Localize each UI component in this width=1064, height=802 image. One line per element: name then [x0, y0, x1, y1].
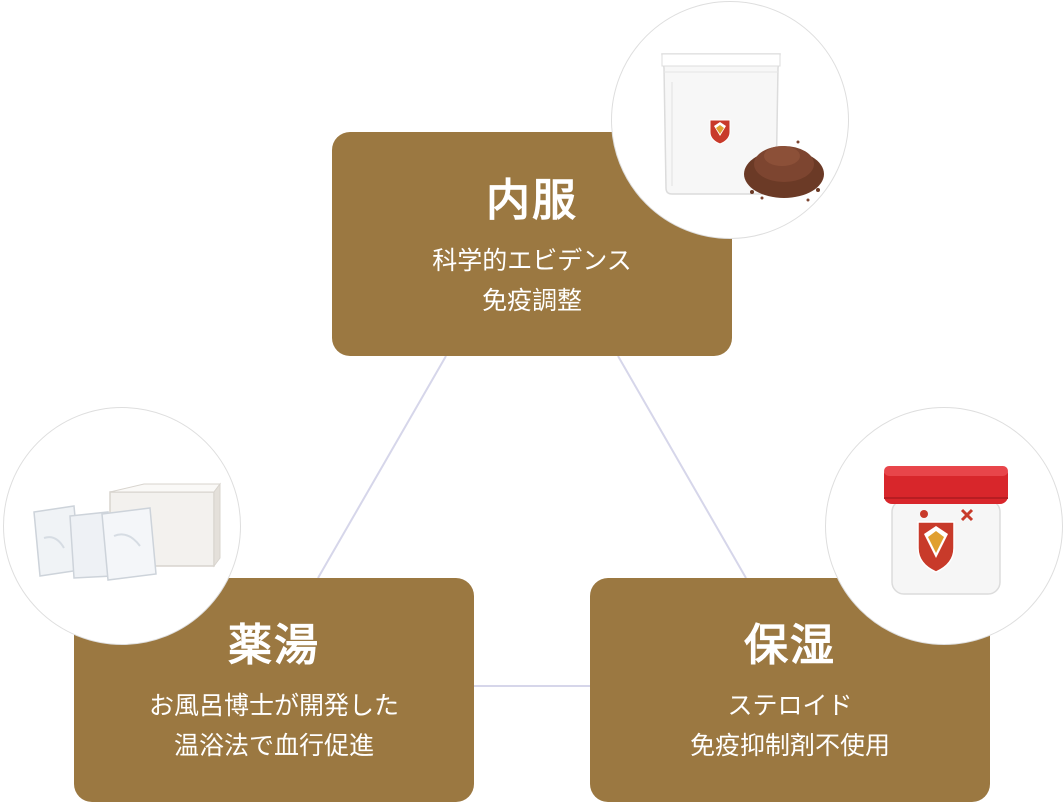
jar-label-logo-icon [917, 508, 974, 573]
card-left-description: お風呂博士が開発した 温浴法で血行促進 [74, 686, 474, 766]
card-left-title: 薬湯 [228, 620, 320, 671]
card-herbal-bath: 薬湯 お風呂博士が開発した 温浴法で血行促進 [74, 578, 474, 802]
connector-top-right [617, 355, 747, 579]
card-right-description: ステロイド 免疫抑制剤不使用 [590, 686, 990, 766]
brown-powder-pile [744, 140, 824, 202]
card-top-line1: 科学的エビデンス [432, 246, 632, 275]
card-top-description: 科学的エビデンス 免疫調整 [332, 241, 732, 321]
shield-logo-icon [709, 119, 731, 145]
connector-top-left [317, 355, 447, 579]
product-image-cream-jar [825, 407, 1063, 645]
card-right-line1: ステロイド [727, 691, 853, 720]
card-left-line2: 温浴法で血行促進 [173, 731, 374, 760]
card-right-title: 保湿 [744, 620, 836, 671]
product-image-pouch-powder [611, 1, 849, 239]
card-top-title: 内服 [486, 175, 578, 226]
card-top-line2: 免疫調整 [481, 286, 582, 315]
card-right-line2: 免疫抑制剤不使用 [689, 731, 890, 760]
bath-sachets-image [33, 505, 157, 581]
card-left-line1: お風呂博士が開発した [148, 691, 399, 720]
product-image-bath-sachets [3, 407, 241, 645]
